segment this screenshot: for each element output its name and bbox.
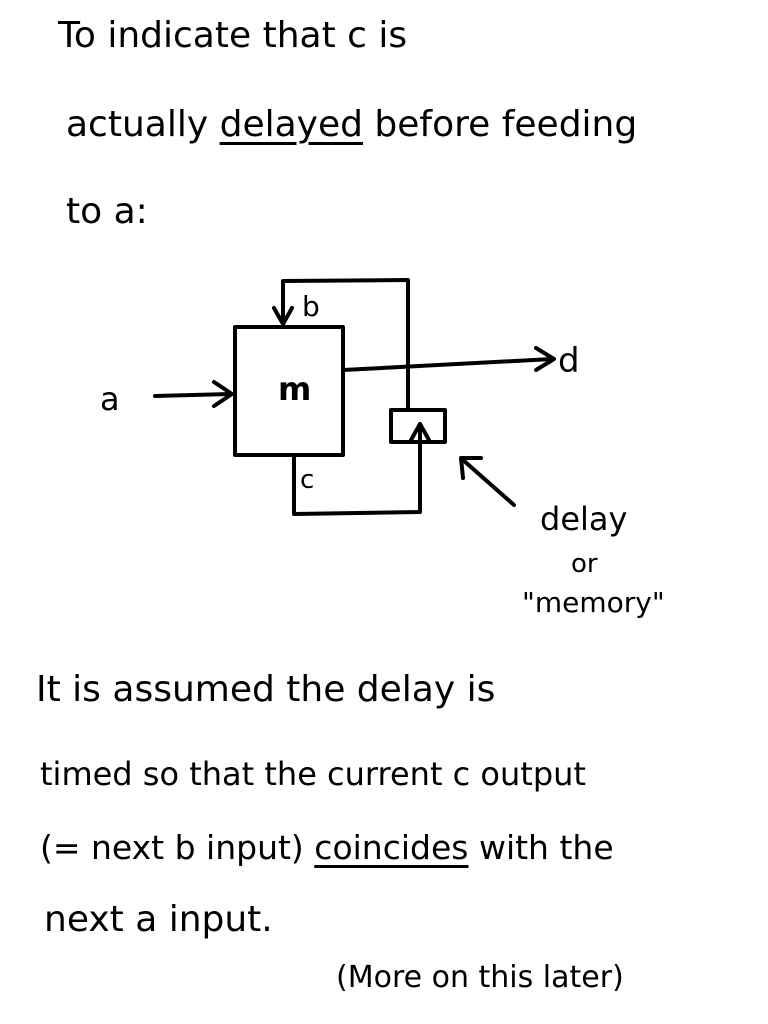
feedback-b-arrowhead	[272, 306, 294, 326]
intro-line-2-pre: actually	[66, 104, 220, 145]
feedback-out-label-c: c	[300, 465, 314, 495]
intro-emphasis-delayed: delayed	[219, 104, 363, 145]
output-arrow-line	[341, 357, 554, 372]
intro-line-3: to a:	[66, 191, 148, 232]
input-arrow-line	[153, 392, 232, 398]
explanation-line-1: It is assumed the delay is	[36, 669, 496, 710]
explanation-line-3-post: with the	[468, 828, 614, 867]
delay-pointer-arrowhead	[459, 456, 483, 480]
delay-note-line-1: delay	[540, 500, 627, 538]
intro-line-1: To indicate that c is	[58, 15, 408, 56]
input-label-a: a	[100, 380, 120, 418]
explanation-line-4: next a input.	[44, 899, 273, 940]
explanation-line-3: (= next b input) coincides with the	[40, 826, 614, 870]
explanation-line-3-pre: (= next b input)	[40, 828, 315, 867]
delay-note-line-3: "memory"	[522, 586, 665, 619]
delay-note-line-2: or	[571, 549, 598, 579]
intro-line-2: actually delayed before feeding	[66, 103, 637, 147]
delay-pointer-line	[461, 458, 516, 507]
explanation-note: (More on this later)	[336, 960, 624, 995]
input-arrowhead	[212, 380, 234, 408]
explanation-emphasis-coincides: coincides	[314, 828, 469, 867]
output-arrowhead	[534, 346, 556, 372]
feedback-top-path	[281, 278, 410, 412]
block-m	[233, 325, 345, 457]
block-m-label: m	[278, 370, 311, 408]
explanation-line-2: timed so that the current c output	[40, 755, 586, 793]
output-label-d: d	[558, 341, 580, 381]
intro-line-2-post: before feeding	[362, 104, 638, 145]
feedback-in-label-b: b	[302, 290, 320, 323]
feedback-bottom-path	[292, 424, 422, 516]
